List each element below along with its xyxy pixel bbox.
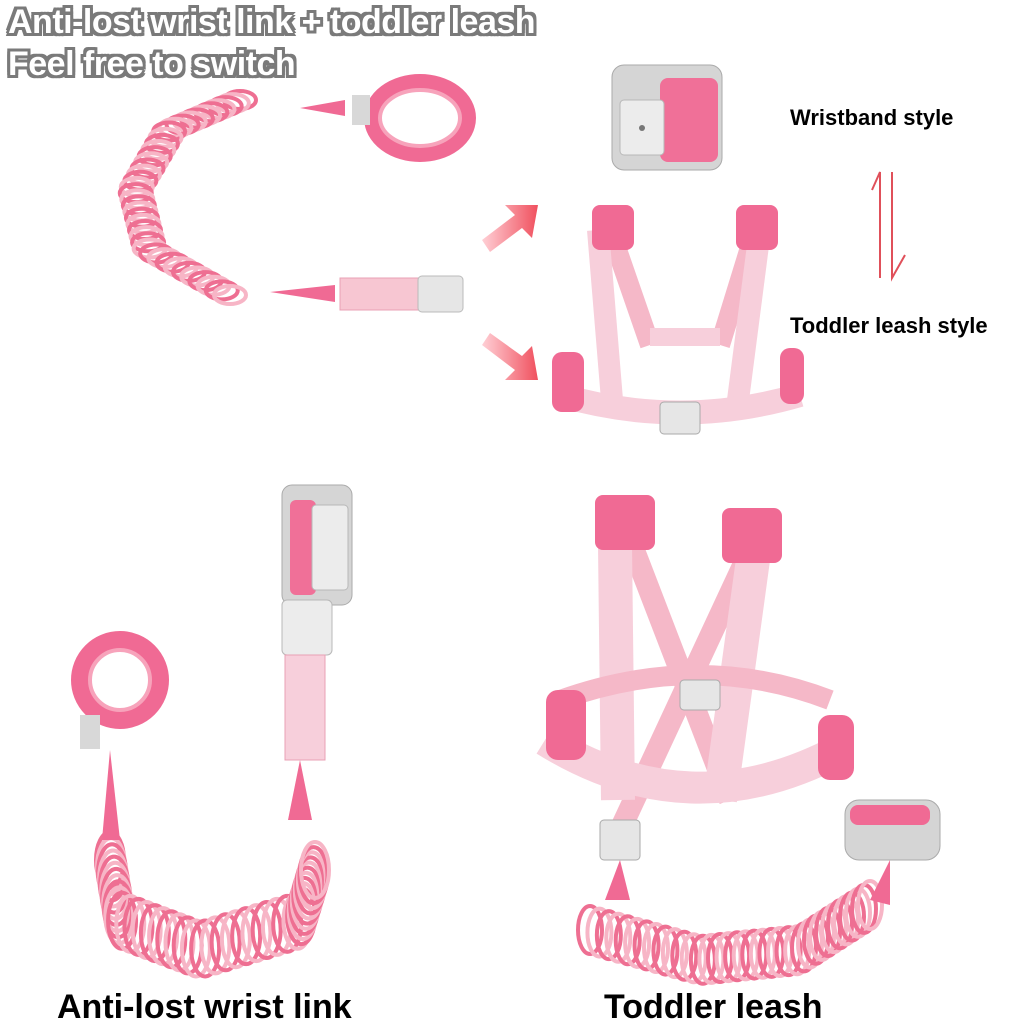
coil-loop — [660, 927, 689, 980]
caption-toddler-leash: Toddler leash — [604, 988, 823, 1026]
coil-loop — [594, 909, 623, 962]
coil-loop — [670, 929, 699, 982]
coil-loop — [585, 906, 614, 959]
toddler-leash-style-label: Toddler leash style — [790, 313, 988, 338]
caption-wrist-link: Anti-lost wrist link — [57, 988, 352, 1026]
wristband-top — [611, 64, 723, 171]
strap-buckle-top — [270, 275, 464, 313]
header-line-2: Feel free to switch — [8, 45, 296, 83]
coil-loop — [189, 918, 222, 979]
coil-loop — [623, 916, 652, 969]
coil-loop — [203, 279, 240, 302]
coil-loop — [240, 903, 273, 964]
wrist-cuff-right — [844, 799, 941, 905]
coil-loop — [651, 924, 680, 977]
header-line-1: Anti-lost wrist link + toddler leash — [8, 3, 536, 41]
wristband-vertical — [281, 484, 353, 820]
coil-loop — [250, 900, 283, 960]
coil-loop — [576, 904, 604, 956]
coil-loop — [856, 879, 884, 931]
wristband-style-label: Wristband style — [790, 105, 954, 130]
coil-loop — [613, 914, 642, 967]
coil-loop — [271, 893, 304, 954]
wrist-cuff-top — [300, 74, 476, 162]
coiled-cords — [94, 89, 884, 986]
harness-bottom — [536, 495, 854, 900]
coil-loop — [219, 909, 252, 970]
harness-top — [552, 205, 804, 435]
coil-loop — [632, 919, 661, 972]
coil-loop — [212, 284, 248, 306]
arrow-right-up-icon — [482, 205, 538, 252]
coil-loop — [604, 911, 633, 964]
coil-loop — [299, 840, 331, 900]
coil-loop — [199, 915, 232, 976]
wrist-cuff-bottom — [71, 631, 169, 840]
coil-loop — [230, 906, 263, 967]
coil-loop — [642, 922, 670, 974]
coil-loop — [179, 918, 212, 979]
swap-vertical-arrows-icon — [871, 171, 906, 282]
arrow-right-down-icon — [482, 333, 538, 380]
coil-loop — [209, 912, 242, 973]
coil-loop — [679, 932, 708, 985]
